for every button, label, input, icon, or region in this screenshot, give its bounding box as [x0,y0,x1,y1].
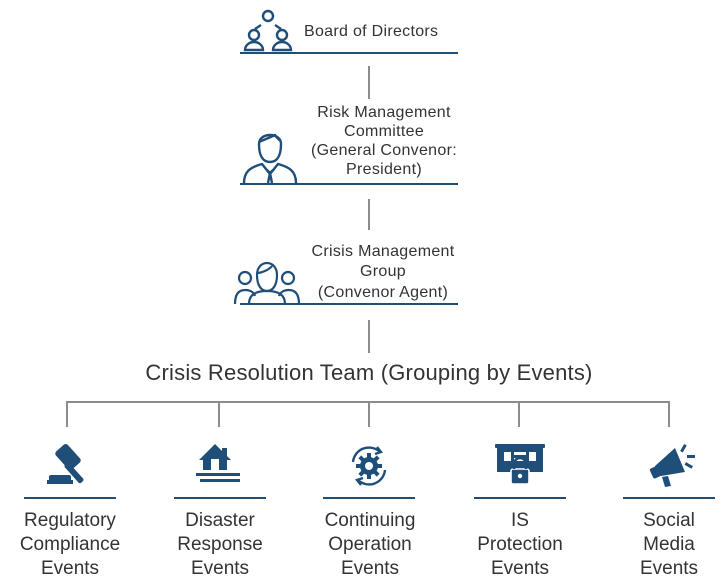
crisis-group-label-line-3: (Convenor Agent) [317,284,449,301]
event-continuing-line-1: Continuing [324,510,416,531]
branch-social [668,401,670,427]
event-social-line-2: Media [643,534,695,555]
continuing-underline [323,497,415,499]
risk-label-line-4: President) [346,161,422,178]
connector-crisis-team [368,320,370,353]
regulatory-underline [24,497,116,499]
board-underline [240,52,458,54]
server-lock-icon [495,444,545,485]
gear-cycle-icon [351,446,387,486]
event-social-line-1: Social [643,510,695,531]
social-underline [623,497,715,499]
crisis-group-label-line-2: Group [360,263,406,280]
businessman-icon [242,133,298,184]
event-continuing-line-2: Operation [328,534,412,555]
risk-label-line-2: Committee [343,123,425,140]
connector-board-risk [368,66,370,99]
team-title: Crisis Resolution Team (Grouping by Even… [145,360,593,385]
event-disaster-line-3: Events [190,558,250,579]
branch-is [518,401,520,427]
is-underline [474,497,566,499]
event-is-line-3: Events [490,558,550,579]
event-regulatory-line-2: Compliance [19,534,121,555]
gavel-icon [47,443,84,484]
group-people-icon [233,261,301,305]
event-regulatory-line-1: Regulatory [24,510,116,531]
crisis-group-label-line-1: Crisis Management [311,243,455,260]
event-is-line-2: Protection [477,534,563,555]
event-continuing-line-3: Events [340,558,400,579]
risk-label-line-1: Risk Management [317,104,451,121]
event-disaster-line-2: Response [177,534,263,555]
connector-risk-crisis [368,199,370,230]
board-label: Board of Directors [304,23,439,40]
risk-underline [240,183,458,185]
disaster-underline [174,497,266,499]
event-disaster-line-1: Disaster [185,510,255,531]
flooded-house-icon [196,444,240,482]
event-social-line-3: Events [639,558,699,579]
branch-regulatory [66,401,68,427]
risk-label-line-3: (General Convenor: [311,142,457,159]
branch-disaster [218,401,220,427]
megaphone-icon [649,444,695,487]
branch-continuing [368,401,370,427]
event-is-line-1: IS [511,510,529,531]
event-regulatory-line-3: Events [40,558,100,579]
crisis-group-underline [240,303,458,305]
people-network-icon [243,9,293,52]
